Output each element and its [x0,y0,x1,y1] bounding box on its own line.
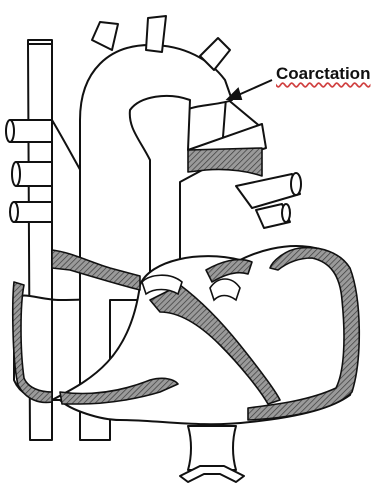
pulmonary-vein-3 [14,202,52,222]
inferior-vena-cava [188,426,236,470]
pulmonary-branch-end-upper [291,173,301,195]
coarctation-label: Coarctation [276,64,370,84]
coarctation-arrow [228,80,272,99]
pulmonary-vein-1 [10,120,52,142]
pulmonary-vein-3-end [10,202,18,222]
pulmonary-branch-end-lower [282,204,290,222]
right-pulmonary-branch-upper [236,174,300,208]
pulmonary-vein-1-end [6,120,14,142]
svc-top-cap [28,40,52,44]
brachiocephalic-artery [92,22,118,50]
left-carotid-artery [146,16,166,52]
pulmonary-vein-2-end [12,162,20,186]
pulmonary-vein-2 [16,162,52,186]
